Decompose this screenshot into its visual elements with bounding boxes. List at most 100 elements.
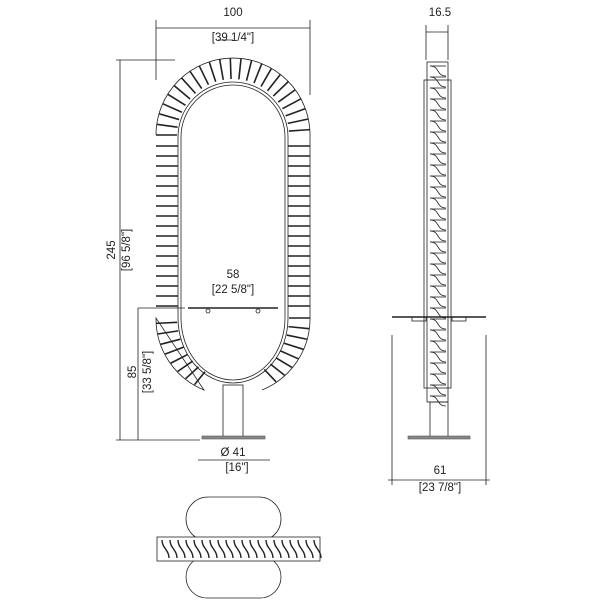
tile-line bbox=[287, 118, 309, 125]
tile-wave bbox=[281, 539, 290, 559]
tile-line bbox=[164, 346, 184, 355]
height-label: 245 bbox=[106, 240, 118, 259]
tile-wave bbox=[185, 539, 194, 559]
tile-wave bbox=[429, 351, 447, 363]
tile-line bbox=[288, 128, 310, 132]
tile-line bbox=[170, 353, 189, 364]
tile-line bbox=[189, 70, 203, 90]
tile-line bbox=[156, 321, 178, 325]
tile-wave bbox=[429, 131, 447, 143]
mirror-inner-edge bbox=[180, 84, 286, 381]
tile-wave bbox=[273, 539, 282, 559]
tile-wave bbox=[429, 373, 447, 385]
tile-line bbox=[193, 371, 206, 386]
tile-wave bbox=[169, 539, 178, 559]
shelf-bracket bbox=[255, 308, 261, 314]
tile-wave bbox=[429, 274, 447, 286]
tile-line bbox=[238, 58, 242, 80]
tile-line bbox=[218, 59, 225, 80]
tile-line bbox=[245, 60, 253, 81]
side-tile-pattern bbox=[429, 65, 447, 407]
shelf-bracket-right bbox=[451, 316, 467, 322]
tile-wave bbox=[257, 539, 266, 559]
dimension-lines bbox=[116, 20, 490, 485]
tile-wave bbox=[429, 340, 447, 352]
tile-wave bbox=[429, 175, 447, 187]
tile-wave bbox=[429, 164, 447, 176]
tile-wave bbox=[313, 539, 322, 559]
tile-wave bbox=[193, 539, 202, 559]
tile-wave bbox=[209, 539, 218, 559]
tile-wave bbox=[429, 76, 447, 88]
tile-line bbox=[275, 357, 293, 369]
tile-wave bbox=[429, 395, 447, 407]
base-plate bbox=[201, 435, 266, 440]
tile-wave bbox=[429, 109, 447, 121]
tile-wave bbox=[429, 65, 447, 77]
tile-line bbox=[263, 368, 277, 383]
tile-wave bbox=[201, 539, 210, 559]
tile-wave bbox=[429, 263, 447, 275]
tile-line bbox=[156, 123, 178, 128]
tile-line bbox=[285, 107, 306, 117]
tile-line bbox=[157, 330, 179, 335]
tile-line bbox=[160, 338, 181, 346]
tile-wave bbox=[429, 318, 447, 330]
tile-wave bbox=[265, 539, 274, 559]
front-view bbox=[155, 57, 311, 440]
tile-wave bbox=[429, 142, 447, 154]
tile-wave bbox=[429, 252, 447, 264]
tile-wave bbox=[289, 539, 298, 559]
side-post bbox=[429, 401, 449, 438]
tile-wave bbox=[429, 241, 447, 253]
tile-line bbox=[286, 334, 308, 341]
tile-wave bbox=[429, 285, 447, 297]
shelf-bracket-left bbox=[411, 316, 427, 322]
tile-line bbox=[229, 58, 232, 80]
tile-line bbox=[185, 366, 200, 380]
tile-line bbox=[173, 84, 191, 100]
tile-wave bbox=[429, 384, 447, 396]
top-shelf-upper bbox=[185, 496, 282, 542]
side-frame bbox=[423, 79, 452, 389]
shelf-depth-imperial-label: [23 7/8"] bbox=[419, 482, 461, 494]
side-base bbox=[407, 435, 471, 440]
shelf-depth-label: 61 bbox=[434, 465, 447, 477]
tile-wave bbox=[429, 98, 447, 110]
tile-line bbox=[266, 73, 282, 92]
tile-wave bbox=[429, 153, 447, 165]
tile-wave bbox=[429, 219, 447, 231]
tile-wave bbox=[429, 362, 447, 374]
tile-line bbox=[288, 325, 310, 330]
tile-line bbox=[282, 98, 302, 110]
tile-wave bbox=[429, 87, 447, 99]
tile-wave bbox=[297, 539, 306, 559]
tile-line bbox=[269, 363, 286, 376]
tile-wave bbox=[217, 539, 226, 559]
width-imperial-label: [39 1/4"] bbox=[212, 32, 254, 44]
post bbox=[222, 384, 244, 438]
mirror-glass bbox=[177, 81, 289, 384]
tile-line bbox=[260, 67, 273, 87]
tile-wave bbox=[429, 230, 447, 242]
tile-line bbox=[253, 63, 263, 84]
tile-line bbox=[167, 93, 186, 107]
top-view bbox=[156, 496, 322, 599]
height-imperial-label: [96 5/8"] bbox=[121, 229, 133, 271]
shelf-width-imperial-label: [22 5/8"] bbox=[212, 284, 254, 296]
shelf-height-imperial-label: [33 5/8"] bbox=[142, 351, 154, 393]
tile-wave bbox=[161, 539, 170, 559]
base-diameter-label: Ø 41 bbox=[221, 447, 246, 459]
shelf-bracket bbox=[205, 308, 211, 314]
side-view bbox=[392, 61, 486, 440]
tile-wave bbox=[225, 539, 234, 559]
tile-line bbox=[208, 61, 217, 82]
tile-wave bbox=[429, 208, 447, 220]
tile-wave bbox=[429, 329, 447, 341]
tile-line bbox=[162, 102, 183, 113]
base-diameter-imperial-label: [16"] bbox=[225, 462, 248, 474]
tile-wave bbox=[429, 296, 447, 308]
tile-wave bbox=[249, 539, 258, 559]
